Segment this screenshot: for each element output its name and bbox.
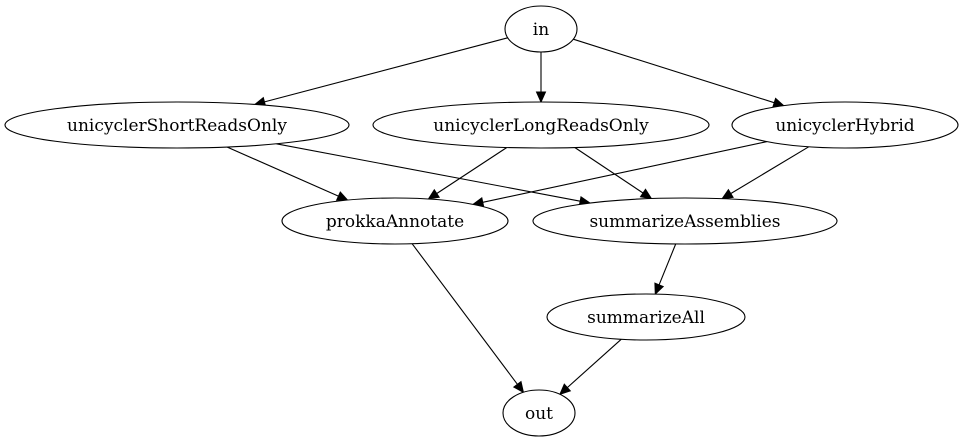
arrowhead-icon — [721, 188, 734, 200]
edge-in-to-short — [253, 37, 508, 107]
arrowhead-icon — [535, 91, 547, 104]
node-label: out — [525, 404, 553, 424]
edge-line — [730, 146, 809, 195]
node-label: in — [533, 20, 549, 40]
node-out: out — [502, 389, 576, 437]
node-label: unicyclerLongReadsOnly — [433, 116, 649, 136]
node-in: in — [504, 5, 578, 53]
node-ellipse — [504, 5, 578, 53]
arrowhead-icon — [427, 188, 441, 200]
edge-line — [566, 338, 622, 389]
node-ellipse — [281, 197, 509, 245]
node-label: unicyclerShortReadsOnly — [67, 116, 287, 136]
edge-line — [226, 146, 339, 197]
arrowhead-icon — [335, 191, 349, 201]
node-ellipse — [731, 101, 959, 149]
edge-in-to-long — [535, 52, 547, 104]
edge-summ-all-to-out — [558, 338, 622, 396]
edge-summ-asm-to-summ-all — [654, 243, 677, 296]
node-label: summarizeAssemblies — [589, 212, 780, 232]
node-ellipse — [546, 293, 746, 341]
edge-line — [573, 38, 775, 104]
edge-line — [574, 147, 644, 194]
edge-line — [276, 143, 581, 202]
node-ellipse — [532, 197, 838, 245]
node-summ-all: summarizeAll — [546, 293, 746, 341]
node-ellipse — [372, 101, 710, 149]
node-prokka: prokkaAnnotate — [281, 197, 509, 245]
edge-long-to-prokka — [427, 147, 508, 200]
node-label: unicyclerHybrid — [775, 116, 914, 136]
arrowhead-icon — [654, 282, 665, 296]
node-label: summarizeAll — [587, 308, 705, 328]
node-summ-asm: summarizeAssemblies — [532, 197, 838, 245]
node-ellipse — [4, 101, 350, 149]
arrowhead-icon — [558, 383, 572, 396]
arrowhead-icon — [512, 380, 525, 394]
node-hybrid: unicyclerHybrid — [731, 101, 959, 149]
nodes-layer: in unicyclerShortReadsOnly unicyclerLongRe… — [4, 5, 959, 437]
edge-prokka-to-out — [411, 243, 525, 394]
edge-short-to-prokka — [226, 146, 349, 201]
edge-line — [658, 243, 677, 286]
arrowhead-icon — [639, 188, 653, 200]
edge-line — [436, 147, 508, 194]
node-label: prokkaAnnotate — [326, 212, 464, 232]
edge-line — [482, 141, 768, 203]
edge-long-to-summ-asm — [574, 147, 653, 200]
node-long: unicyclerLongReadsOnly — [372, 101, 710, 149]
node-ellipse — [502, 389, 576, 437]
edges-layer — [226, 37, 809, 396]
edge-line — [264, 37, 508, 103]
edge-in-to-hybrid — [573, 38, 785, 108]
edge-line — [411, 243, 518, 385]
edge-hybrid-to-summ-asm — [721, 146, 809, 200]
node-short: unicyclerShortReadsOnly — [4, 101, 350, 149]
